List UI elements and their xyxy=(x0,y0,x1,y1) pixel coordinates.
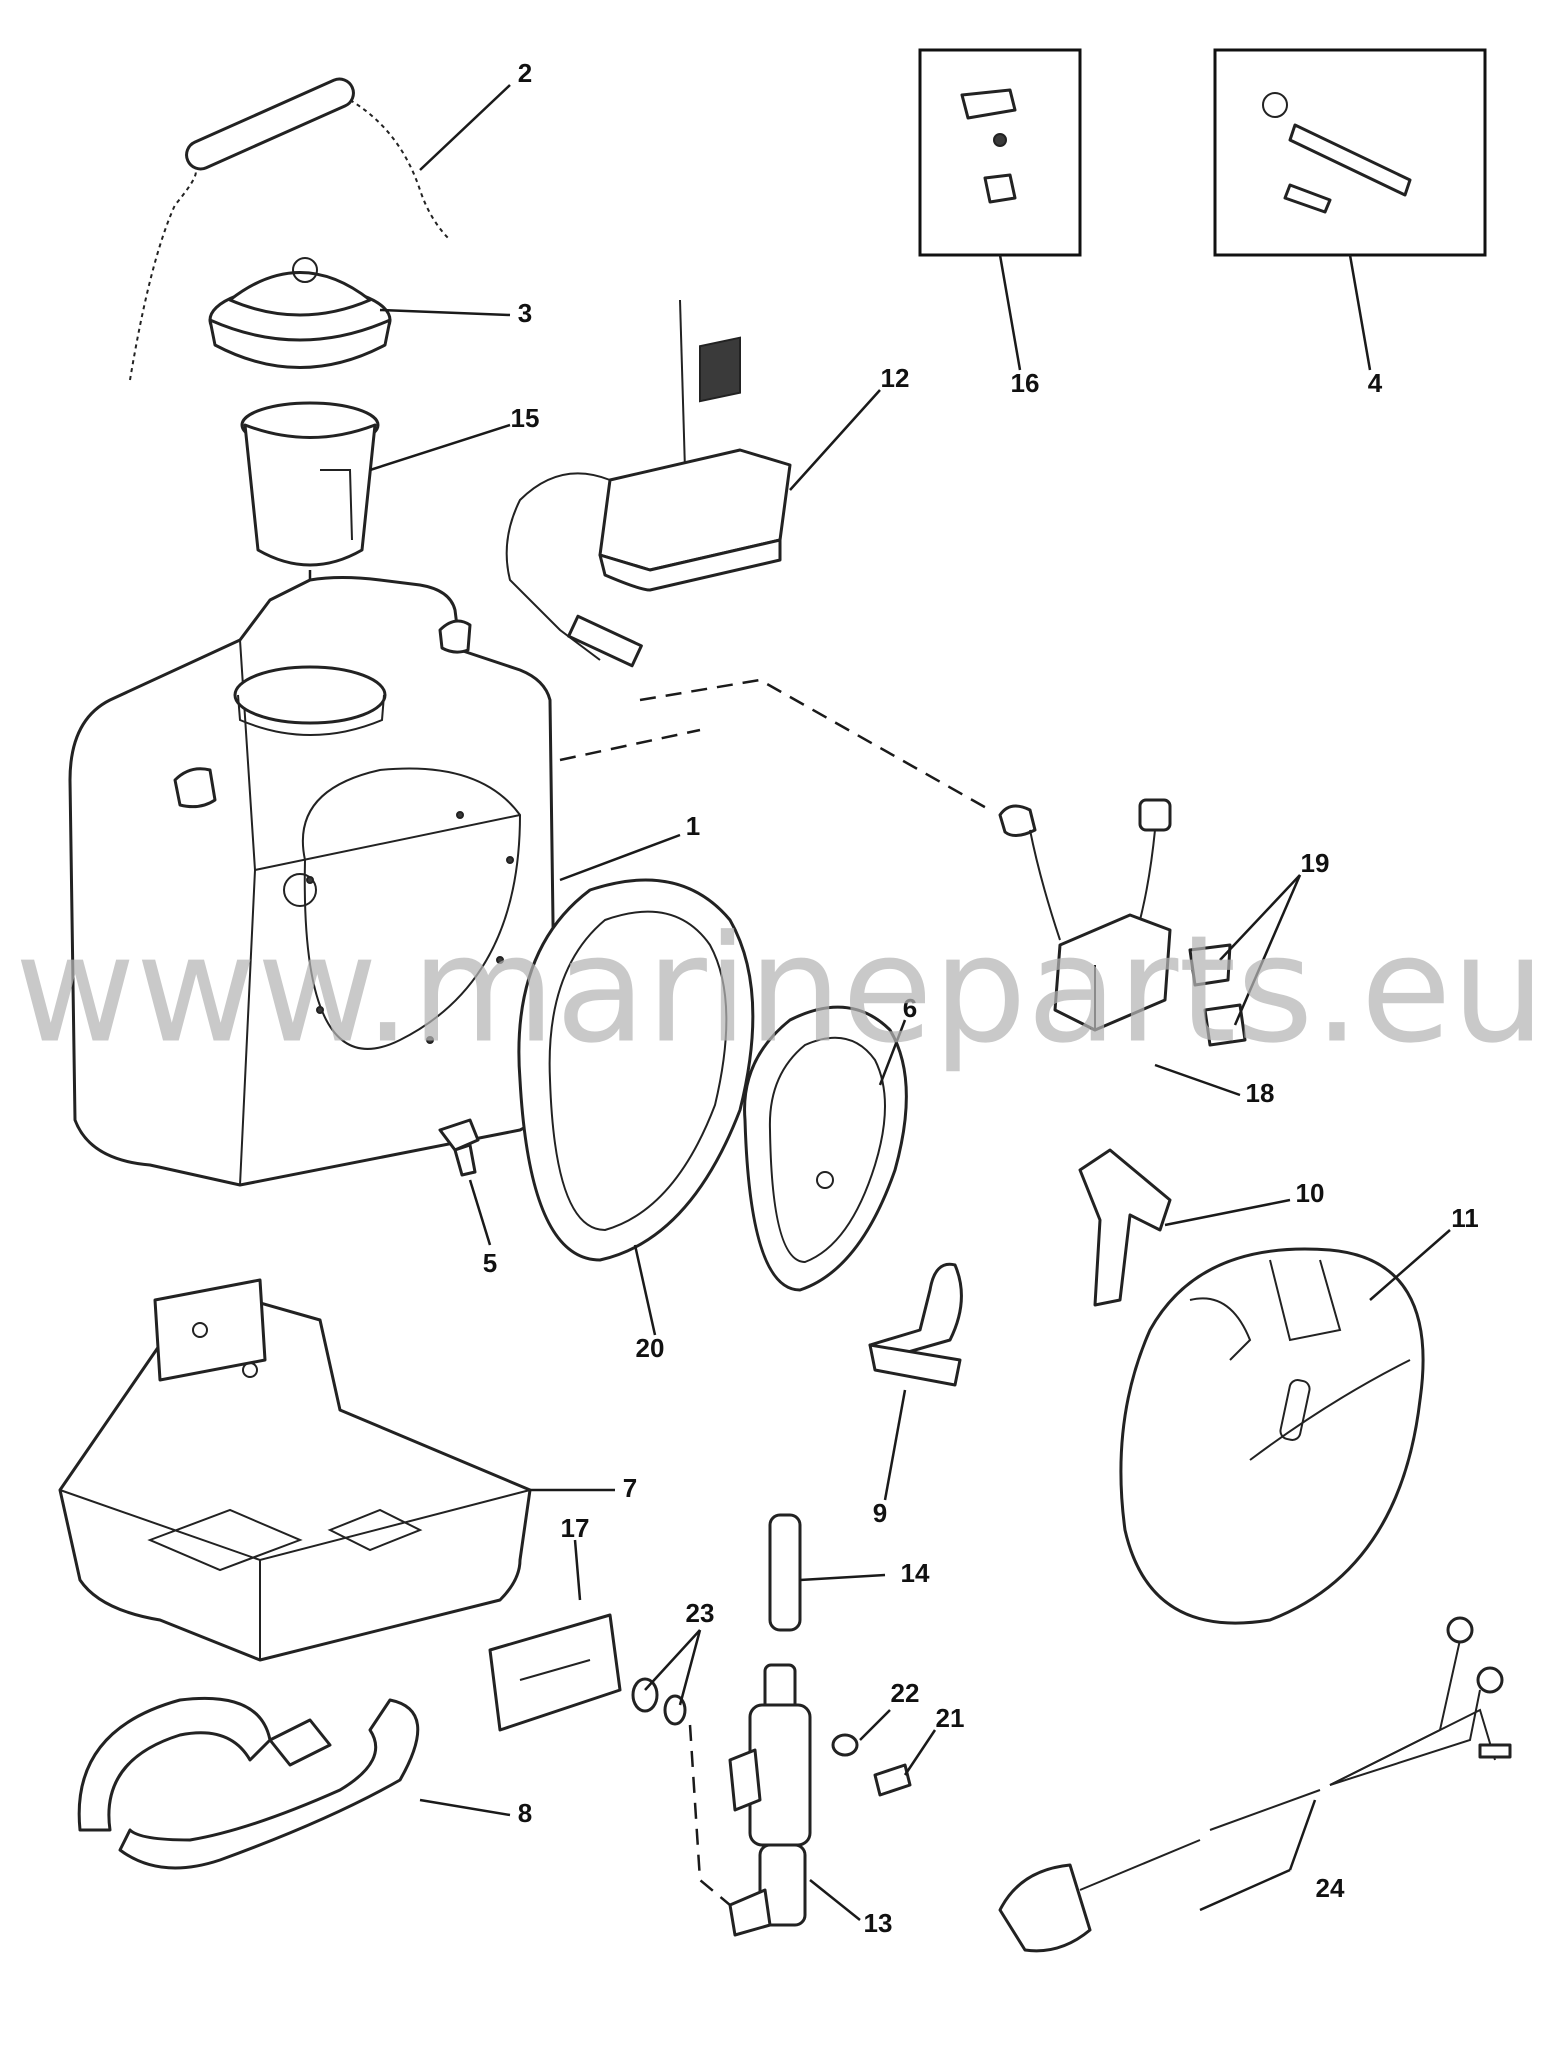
callout-14: 14 xyxy=(901,1558,930,1588)
callout-6: 6 xyxy=(903,993,917,1023)
callout-11: 11 xyxy=(1451,1203,1479,1233)
alignment-line-harness xyxy=(639,678,991,812)
part-clamp-block xyxy=(488,1613,622,1732)
callout-22: 22 xyxy=(891,1678,920,1708)
callout-4: 4 xyxy=(1368,368,1383,398)
watermark-text: www.marineparts.eu xyxy=(15,904,1546,1076)
callout-19: 19 xyxy=(1301,848,1330,878)
callout-18: 18 xyxy=(1246,1078,1275,1108)
part-pin xyxy=(768,1513,802,1632)
part-wiring-harness xyxy=(998,1616,1512,1953)
part-washer xyxy=(831,1733,859,1757)
part-fitting-valve xyxy=(688,1663,812,1937)
part-tank-tray xyxy=(58,1278,532,1662)
part-seals xyxy=(631,1677,687,1726)
callout-1: 1 xyxy=(686,811,700,841)
kit-box-16 xyxy=(918,48,1082,257)
part-tank-cap xyxy=(208,257,392,369)
part-module xyxy=(998,798,1172,1032)
callout-8: 8 xyxy=(518,1798,532,1828)
part-diaphragm xyxy=(743,1005,908,1292)
callout-15: 15 xyxy=(511,403,540,433)
callout-3: 3 xyxy=(518,298,532,328)
leader-lines xyxy=(369,84,1451,1921)
callout-12: 12 xyxy=(881,363,910,393)
callout-20: 20 xyxy=(636,1333,665,1363)
part-bracket xyxy=(1078,1148,1172,1307)
part-sender-unit xyxy=(505,299,792,668)
part-screw xyxy=(438,1118,480,1177)
callout-labels: 1 2 3 4 5 6 7 8 9 10 11 12 13 14 15 16 1… xyxy=(483,58,1479,1938)
callout-21: 21 xyxy=(936,1703,965,1733)
callout-10: 10 xyxy=(1296,1178,1325,1208)
kit-box-4 xyxy=(1213,48,1487,257)
callout-17: 17 xyxy=(561,1513,590,1543)
callout-24: 24 xyxy=(1316,1873,1345,1903)
part-fuel-tank xyxy=(68,576,558,1187)
callout-16: 16 xyxy=(1011,368,1040,398)
part-cover xyxy=(1119,1247,1425,1625)
part-clip xyxy=(868,1262,963,1387)
alignment-line-tank xyxy=(559,728,701,762)
part-gasket xyxy=(517,878,755,1262)
callout-2: 2 xyxy=(518,58,532,88)
callout-5: 5 xyxy=(483,1248,497,1278)
part-small-screw xyxy=(873,1763,912,1797)
callout-9: 9 xyxy=(873,1498,887,1528)
callout-7: 7 xyxy=(623,1473,637,1503)
part-bracket-clips xyxy=(1188,943,1247,1047)
callout-23: 23 xyxy=(686,1598,715,1628)
callout-13: 13 xyxy=(864,1908,893,1938)
part-tether-strap xyxy=(129,77,451,381)
part-hold-down-strap xyxy=(77,1696,420,1870)
part-filter-basket xyxy=(240,401,380,567)
